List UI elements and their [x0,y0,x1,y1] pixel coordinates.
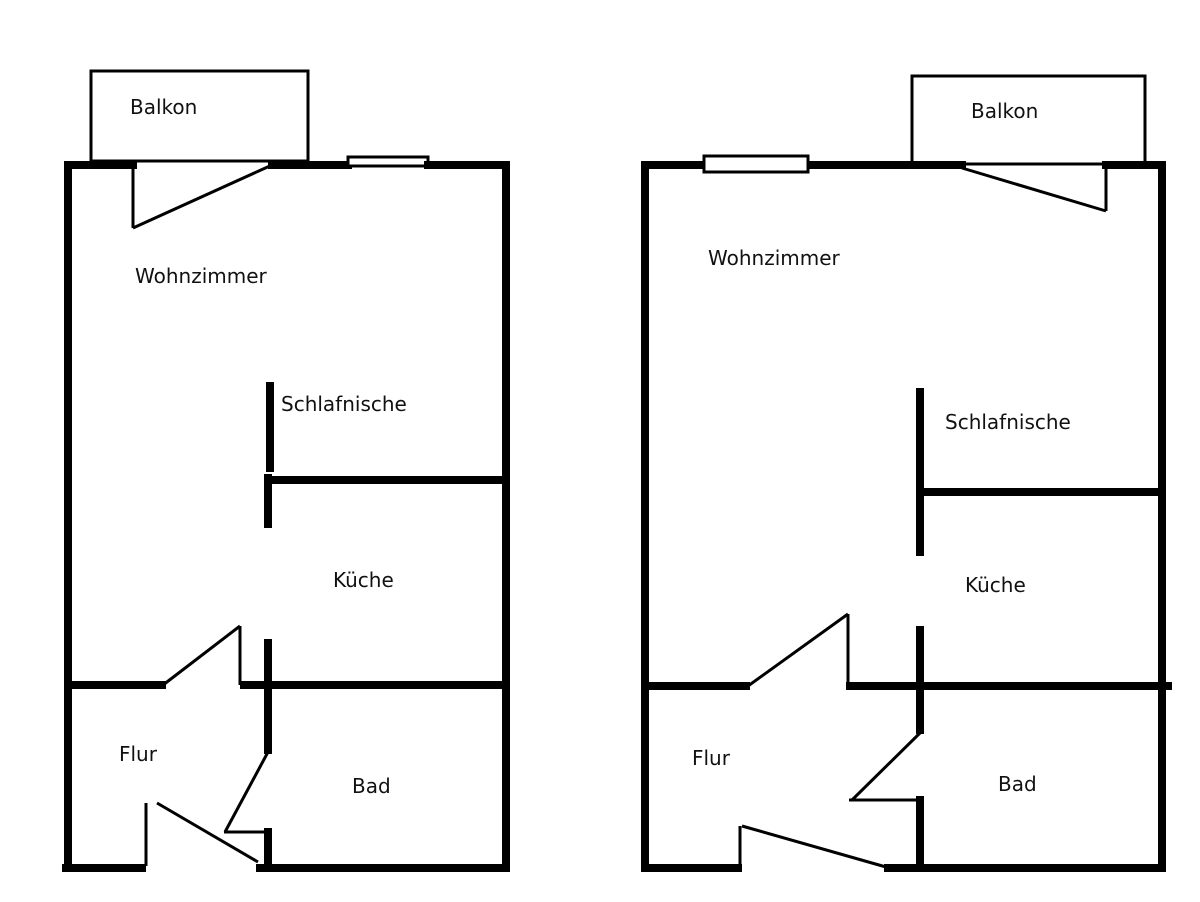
balcony-outline [910,74,1147,166]
room-label-bad: Bad [998,772,1037,796]
entrance-door-swing [741,824,887,869]
room-label-kueche: Küche [333,568,394,592]
room-label-flur: Flur [119,742,158,766]
outer-wall-left [641,161,966,872]
balcony-outline [89,69,310,163]
outer-wall-left [64,161,137,872]
room-label-kueche: Küche [965,573,1026,597]
window [346,155,430,168]
room-label-bad: Bad [352,774,391,798]
window [702,154,810,174]
room-label-schlafnische: Schlafnische [281,392,407,416]
room-label-wohnzimmer: Wohnzimmer [135,264,268,288]
bath-door-swing [223,751,270,833]
entrance-door-swing [156,801,259,864]
kitchen-door-swing [162,624,241,687]
balcony-door-swing [132,163,273,230]
room-label-balkon: Balkon [971,99,1038,123]
kitchen-door-swing [747,612,849,688]
bath-door-swing [850,731,922,802]
right-floor-plan: Balkon Wohnzimmer Schlafnische Küche Flu… [641,74,1172,872]
outer-wall-right [424,161,510,872]
room-label-flur: Flur [692,746,731,770]
room-label-wohnzimmer: Wohnzimmer [708,246,841,270]
balcony-door-swing [961,166,1107,213]
room-label-balkon: Balkon [130,95,197,119]
left-floor-plan: Balkon Wohnzimmer Schlafnische Küche Flu… [62,69,510,872]
room-label-schlafnische: Schlafnische [945,410,1071,434]
outer-wall-right [1102,161,1166,872]
